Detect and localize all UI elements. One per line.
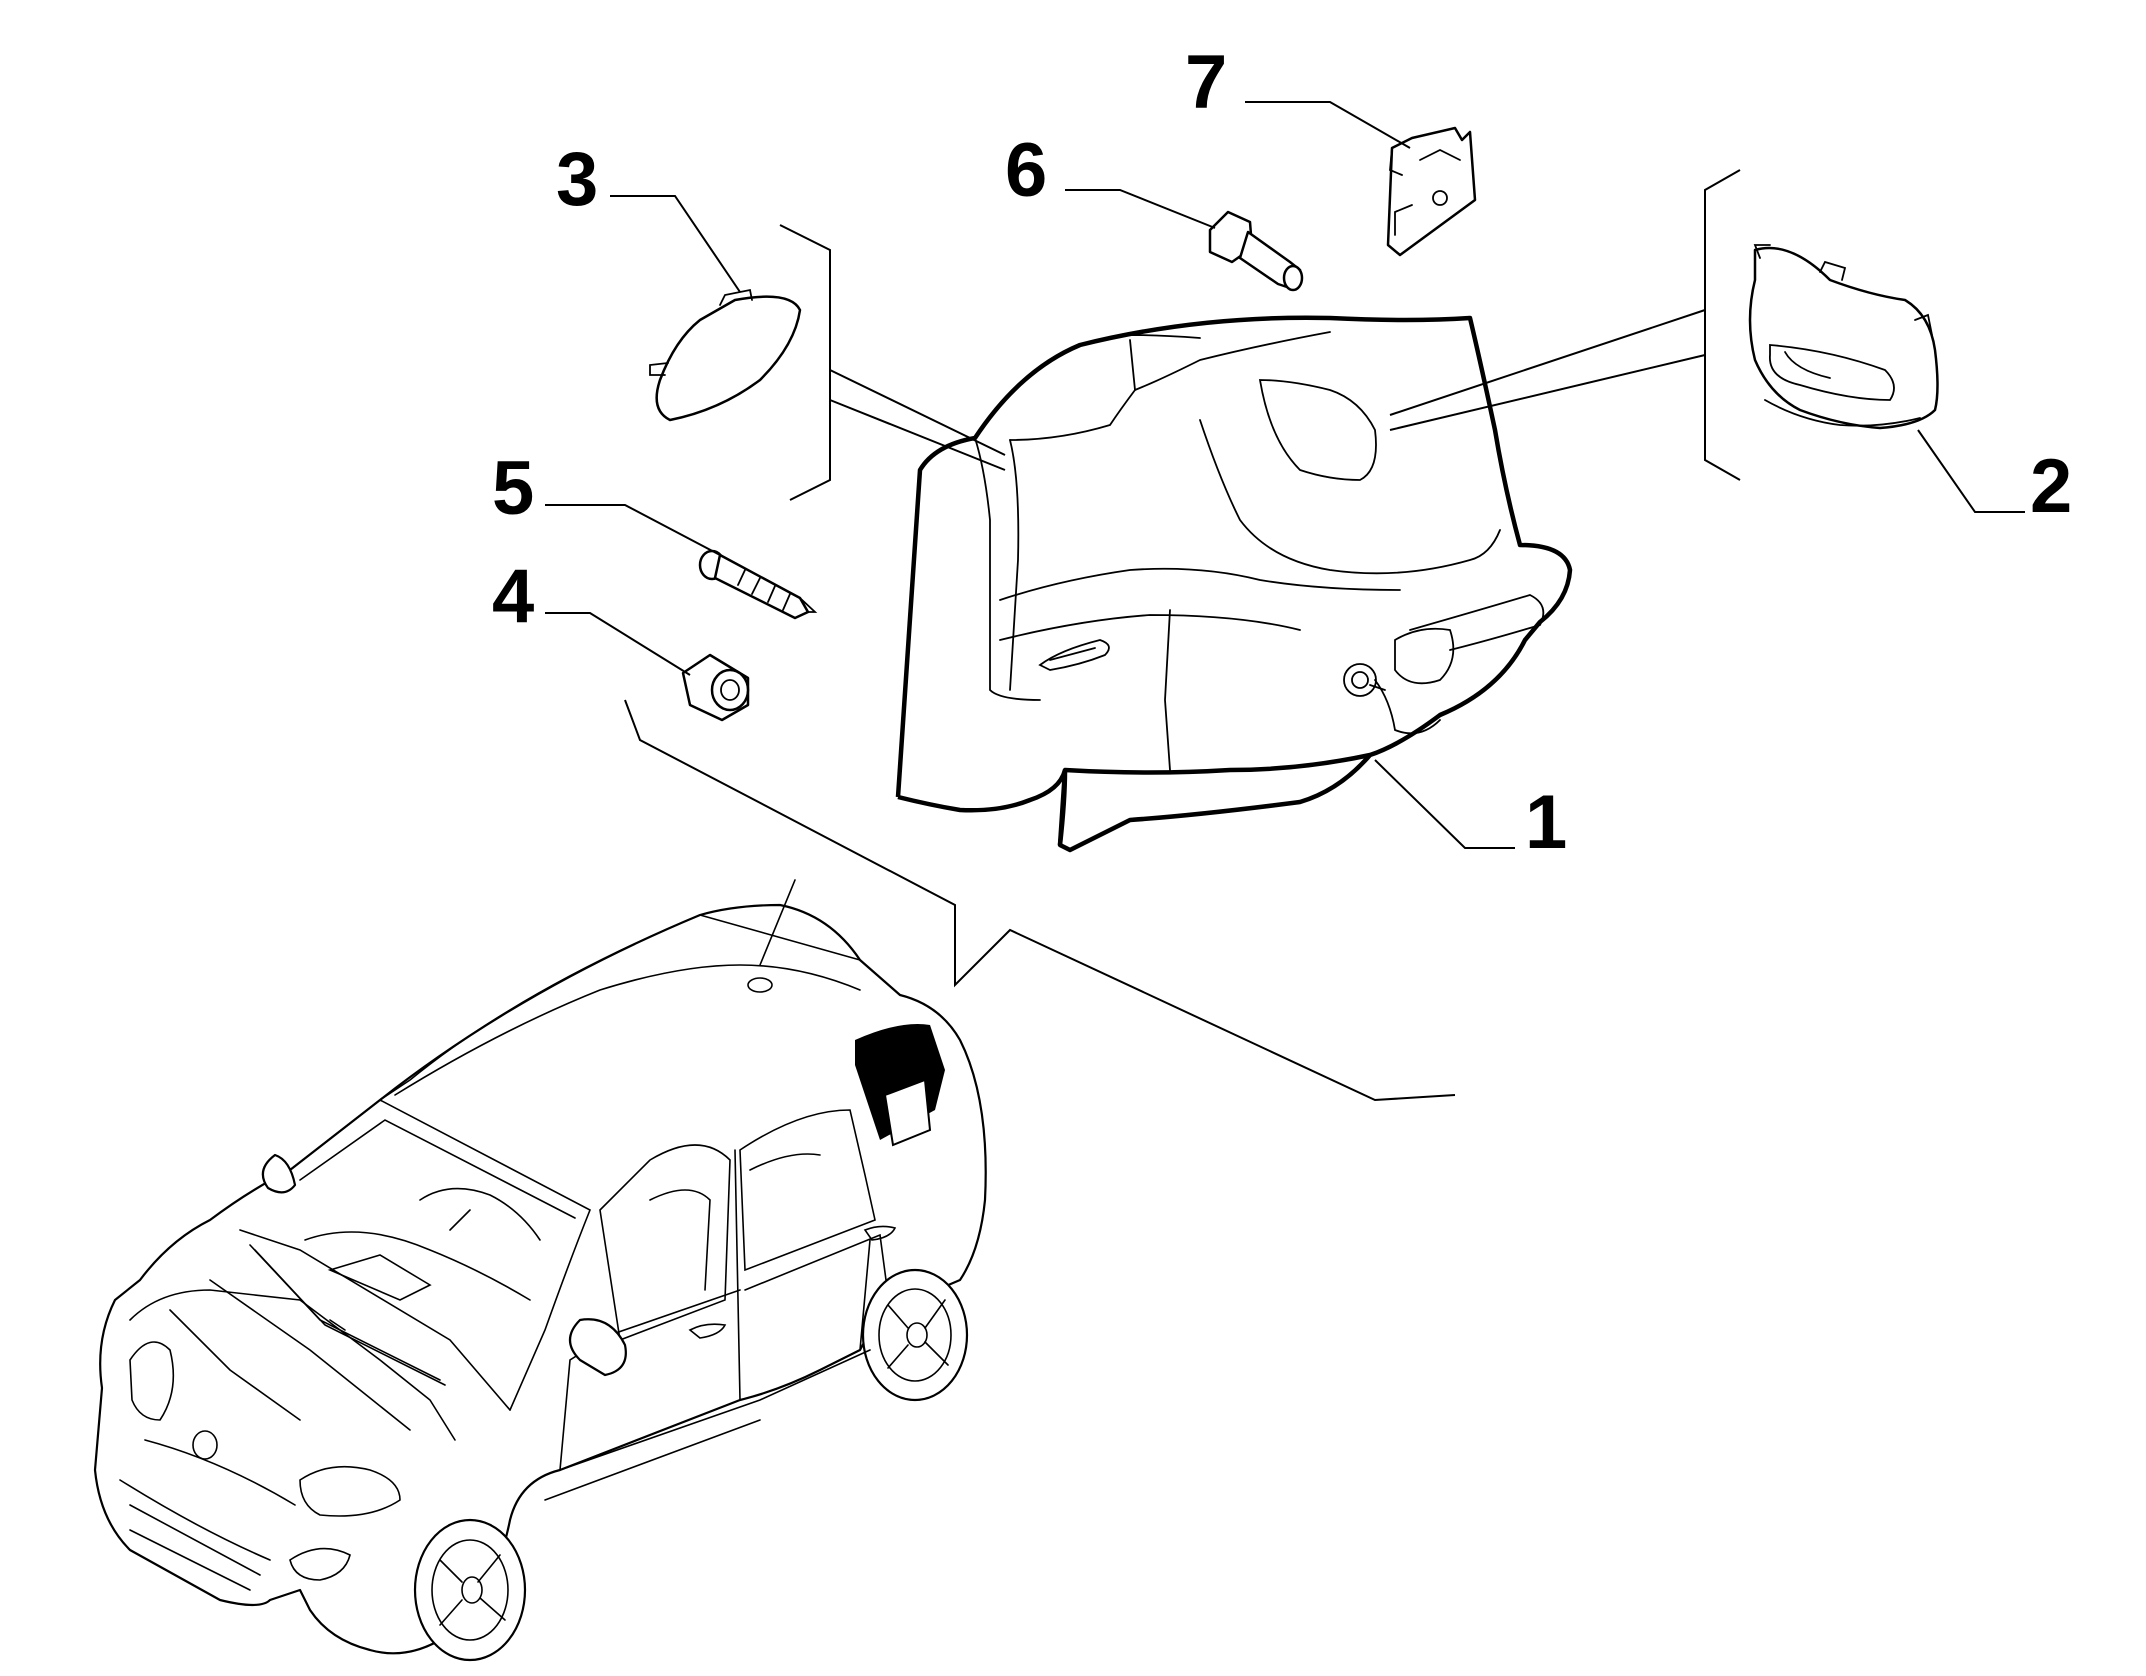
callout-6: 6 [1005,128,1047,213]
callout-2: 2 [2030,444,2072,529]
callout-5: 5 [492,446,534,531]
part-3-cap-cover [649,288,802,422]
part-1-side-trim-panel [895,315,1573,853]
part-7-retaining-clip [1386,126,1477,257]
part-6-bolt [1208,210,1304,292]
part-4-spacer-nut [681,653,750,722]
callout-1: 1 [1525,780,1567,865]
callout-3: 3 [556,137,598,222]
explosion-brackets [624,169,1741,1102]
car-locator-illustration [93,879,987,1662]
part-5-screw [698,549,818,620]
callout-labels: 1 2 3 4 5 6 7 [492,40,2072,865]
part-2-trim-cover [1748,244,1939,430]
callout-4: 4 [492,554,534,639]
leader-lines [545,101,2025,849]
callout-7: 7 [1185,40,1227,125]
